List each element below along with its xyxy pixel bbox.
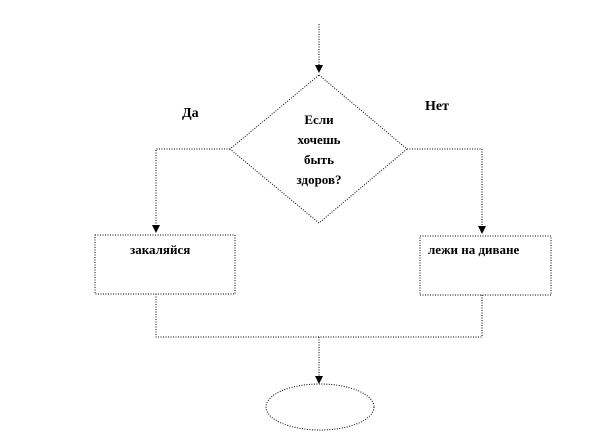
no-label: Нет xyxy=(425,99,449,114)
end-terminator xyxy=(265,383,375,431)
decision-text: Если хочешь быть здоров? xyxy=(270,110,368,190)
yes-branch-connector xyxy=(152,148,230,233)
no-action-label: лежи на диване xyxy=(428,242,520,257)
yes-action-label: закаляйся xyxy=(130,242,191,257)
yes-action-box xyxy=(94,234,236,295)
decision-line-4: здоров? xyxy=(296,172,342,187)
merge-connector xyxy=(155,294,483,338)
no-branch-connector xyxy=(407,148,486,234)
decision-line-3: быть xyxy=(304,152,334,167)
no-action-box xyxy=(419,235,552,296)
decision-line-2: хочешь xyxy=(297,132,341,147)
decision-line-1: Если xyxy=(304,112,334,127)
yes-label: Да xyxy=(182,106,199,121)
